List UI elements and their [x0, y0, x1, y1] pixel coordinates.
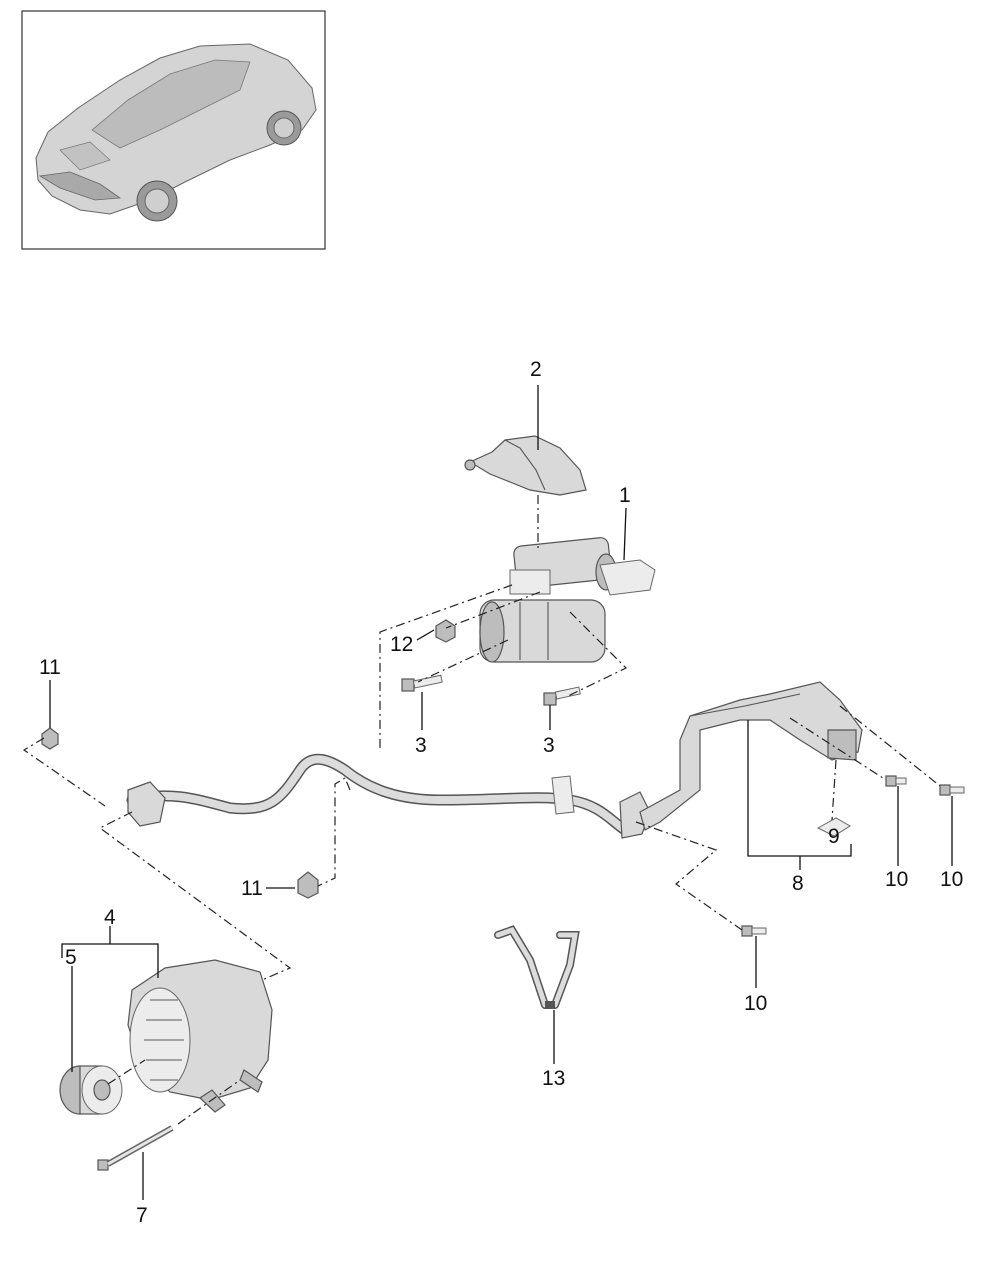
callout-13: 13 — [542, 1067, 565, 1090]
nut-icon — [41, 727, 319, 899]
callout-7: 7 — [136, 1204, 148, 1227]
assembly-lines — [22, 495, 941, 1125]
bolt-icon — [401, 674, 581, 706]
starter-motor-icon — [479, 537, 656, 663]
callout-11: 11 — [241, 877, 263, 900]
callout-9: 9 — [828, 825, 840, 848]
callout-10: 10 — [940, 868, 963, 891]
pulley-icon — [59, 1065, 123, 1115]
callout-2: 2 — [530, 358, 542, 381]
callout-11: 11 — [39, 656, 61, 679]
callout-labels: 2 1 12 3 3 11 11 4 5 7 9 8 10 10 10 13 — [39, 358, 963, 1227]
battery-cable-icon — [126, 681, 863, 839]
leader-lines — [49, 385, 953, 1200]
callout-10: 10 — [744, 992, 767, 1015]
bolt-icon — [741, 775, 965, 937]
nut-icon — [435, 619, 456, 643]
vehicle-thumbnail — [21, 10, 326, 250]
callout-3: 3 — [543, 734, 555, 757]
bolt-icon — [97, 1125, 174, 1171]
car-thumbnail-icon — [35, 43, 317, 222]
callout-3: 3 — [415, 734, 427, 757]
ground-strap-icon — [494, 925, 580, 1009]
callout-12: 12 — [390, 633, 413, 656]
starter-cover-icon — [464, 435, 587, 496]
callout-5: 5 — [65, 946, 77, 969]
bracket-icon — [816, 817, 851, 837]
callout-1: 1 — [619, 484, 631, 507]
callout-4: 4 — [104, 906, 116, 929]
alternator-icon — [127, 959, 273, 1113]
callout-10: 10 — [885, 868, 908, 891]
callout-8: 8 — [792, 872, 804, 895]
